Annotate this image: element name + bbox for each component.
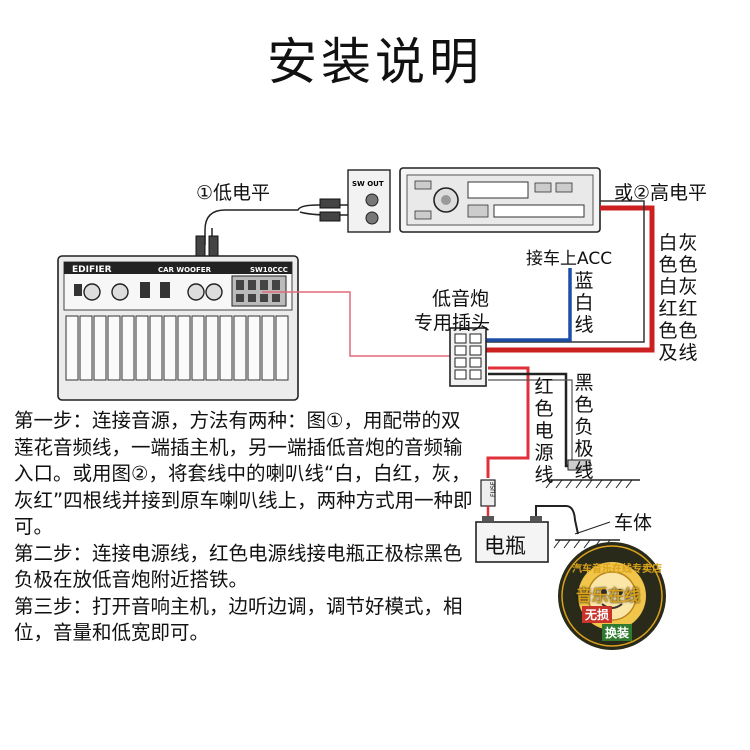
plug-label-line1: 低音炮 [432,288,490,310]
wire-colors-label-1: 白色白红色及 [658,232,678,364]
logo-badge-1: 无损 [582,606,613,623]
amp-brand: EDIFIER [72,265,112,275]
blue-white-label: 蓝白线 [574,270,594,336]
red-power-label: 红色电源线 [534,376,554,486]
rca-cable [204,204,348,245]
amp-model: CAR WOOFER [158,266,212,274]
pink-harness-wire [262,291,450,357]
instruction-step-1: 第一步：连接音源，方法有两种：图①，用配带的双莲花音频线，一端插主机，另一端插低… [14,409,473,538]
sw-out-box: SW OUT [347,169,391,233]
logo-main-text: 音乐在线 [576,586,641,605]
subwoofer-plug [449,327,487,387]
instructions: 第一步：连接音源，方法有两种：图①，用配带的双莲花音频线，一端插主机，另一端插低… [14,408,474,647]
car-body-label: 车体 [614,512,653,534]
amp-model2: SW10CCC [250,266,288,274]
high-level-wire-dark [485,200,645,343]
wire-colors-label-2: 灰色灰红色线 [678,232,698,364]
instruction-step-2: 第二步：连接电源线，红色电源线接电瓶正极棕黑色负极在放低音炮附近搭铁。 [14,541,463,592]
logo-badge-2: 换装 [602,624,633,641]
battery [475,505,579,563]
sw-out-label: SW OUT [352,180,384,188]
acc-label: 接车上ACC [526,249,613,269]
logo-ring-text: 汽车音乐在线专卖店 [572,564,662,575]
fuse-label: FUSE [490,481,497,497]
high-level-wire [485,205,655,353]
fuse: FUSE [480,479,497,507]
rca-plugs [195,198,341,257]
instruction-step-3: 第三步：打开音响主机，边听边调，调节好模式，相位，音量和低宽即可。 [14,594,463,645]
chassis-ground [545,459,640,549]
black-negative-label: 黑色负极线 [574,372,594,482]
black-negative-wire-2 [488,379,573,468]
low-level-label: ①低电平 [196,182,271,204]
head-unit [399,167,601,233]
plug-label-line2: 专用插头 [414,312,491,334]
red-power-wire [486,366,530,478]
acc-wire [485,268,572,342]
page-title: 安装说明 [267,33,483,91]
subwoofer-amplifier: EDIFIER CAR WOOFER SW10CCC [57,255,299,401]
high-level-label: 或②高电平 [614,182,708,204]
battery-label: 电瓶 [484,534,526,558]
